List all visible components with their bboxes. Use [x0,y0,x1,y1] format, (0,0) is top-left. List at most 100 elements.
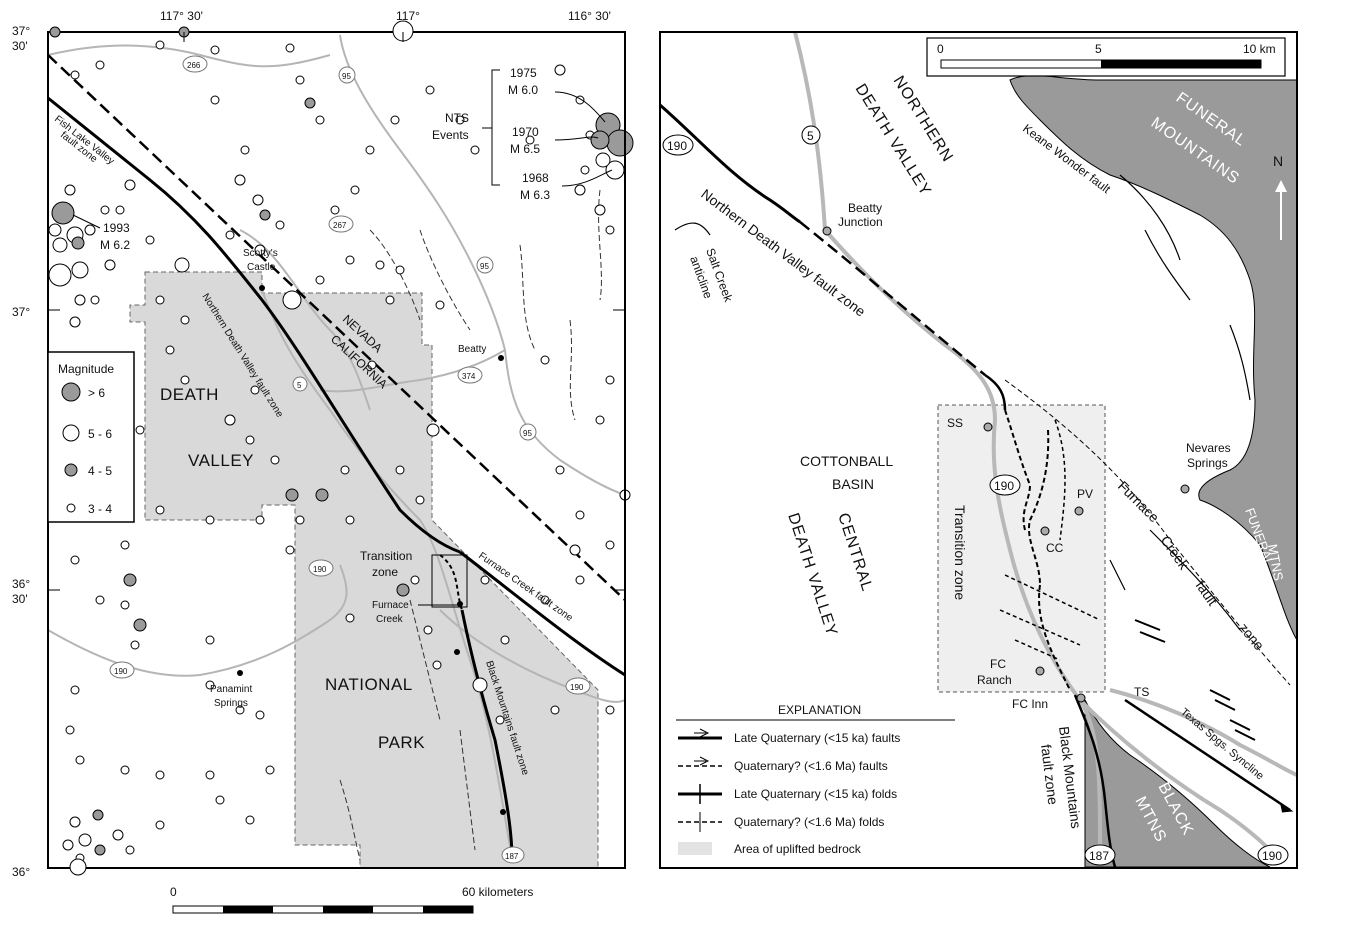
earthquake-point-53 [295,515,305,525]
earthquake-point-36 [375,260,385,270]
earthquake-point-66 [423,625,433,635]
earthquake-point-15 [174,257,190,273]
nts-1968-year: 1968 [522,171,549,185]
ts-label: TS [1134,685,1149,699]
svg-text:> 6: > 6 [88,386,105,400]
right-scale-5: 5 [1095,42,1102,56]
earthquake-point-59 [340,465,350,475]
earthquake-point-43 [180,375,190,385]
earthquake-point-81 [205,635,215,645]
earthquake-point-90 [65,725,75,735]
road-shield-190-right-a: 190 [662,134,694,156]
earthquake-point-54 [285,545,295,555]
earthquake-point-6 [240,145,250,155]
earthquake-point-113 [69,316,81,328]
earthquake-point-12 [124,179,136,191]
furnace-creek-fault [459,550,626,677]
svg-text:374: 374 [462,372,476,381]
earthquake-point-51 [285,488,299,502]
earthquake-point-110 [605,375,615,385]
legend-item-3-4: 3 - 4 [66,502,112,516]
nevares-label-2: Springs [1187,456,1228,470]
earthquake-point-86 [205,770,215,780]
earthquake-point-82 [205,680,215,690]
lat-label-2-deg: 37° [12,305,30,319]
earthquake-point-64 [345,613,355,623]
scottys-label-1: Scotty's [243,248,278,259]
earthquake-point-123 [575,510,585,520]
lat-label-1-min: 30' [12,39,28,53]
park-label-national: NATIONAL [325,675,413,694]
svg-text:95: 95 [480,262,489,271]
earthquake-point-2 [285,43,295,53]
legend-item-5-6: 5 - 6 [62,424,112,442]
earthquake-point-103 [550,705,560,715]
left-scale-start: 0 [170,885,177,899]
panamint-label-2: Springs [214,698,248,709]
svg-text:187: 187 [1089,849,1109,863]
black-mountains-fault [460,609,514,859]
svg-text:190: 190 [313,565,327,574]
funeral-mtns-small-2: MTNS [1265,543,1286,582]
earthquake-point-72 [575,575,585,585]
road-shield-5: 5 [292,376,308,392]
funeral-mountains-bedrock [1009,75,1298,642]
earthquake-point-120 [70,70,80,80]
furnace-creek-label-1: Furnace [372,600,409,611]
road-shield-95b: 95 [476,256,494,274]
earthquake-point-65 [410,575,420,585]
left-map: 117° 30' 117° 116° 30' 37° 30' 37° 36° 3… [12,9,634,914]
transition-fault [439,554,463,611]
earthquake-point-71 [540,595,550,605]
svg-text:5: 5 [807,129,814,143]
road-shield-190-right-c: 190 [1257,844,1289,866]
svg-text:Area of uplifted bedrock: Area of uplifted bedrock [734,842,862,856]
nevares-label-1: Nevares [1186,441,1231,455]
earthquake-point-111 [569,544,581,556]
legend-quat-folds: Quaternary? (<1.6 Ma) folds [678,812,884,832]
nts-1975-year: 1975 [510,66,537,80]
left-scale-bar: 0 60 kilometers [170,885,533,914]
earthquake-point-57 [426,423,440,437]
earthquake-point-23 [425,85,435,95]
central-dv-label-2: DEATH VALLEY [784,511,840,639]
earthquake-point-32 [594,204,606,216]
furnace-label-3: fault [1193,578,1221,609]
svg-text:Quaternary? (<1.6 Ma) faults: Quaternary? (<1.6 Ma) faults [734,759,888,773]
earthquake-point-92 [92,809,104,821]
earthquake-point-33 [605,225,615,235]
earthquake-point-26 [525,135,535,145]
earthquake-point-13 [115,205,125,215]
lon-label-1: 117° 30' [160,9,203,23]
svg-text:95: 95 [342,72,351,81]
earthquake-point-14 [145,235,155,245]
earthquake-point-80 [120,540,130,550]
earthquake-point-61 [395,465,405,475]
earthquake-point-22 [390,115,400,125]
road-shield-190b: 190 [109,661,135,679]
northern-dv-label-2: DEATH VALLEY [852,81,935,199]
svg-text:190: 190 [1262,849,1282,863]
earthquake-point-50 [270,455,280,465]
earthquake-point-55 [255,515,265,525]
earthquake-point-10 [275,220,285,230]
svg-text:5 - 6: 5 - 6 [88,427,112,441]
pv-label: PV [1077,487,1093,501]
furnace-creek-label-2: Creek [376,614,404,625]
furnace-label-1: Furnace [1115,478,1163,526]
right-scale-bar: 0 5 10 km [926,37,1286,77]
right-scale-10: 10 km [1243,42,1276,56]
earthquake-point-16 [225,230,235,240]
earthquake-point-19 [330,205,340,215]
earthquake-point-46 [155,505,165,515]
earthquake-point-101 [215,795,225,805]
right-scale-0: 0 [937,42,944,56]
explanation-legend: EXPLANATION Late Quaternary (<15 ka) fau… [676,703,955,856]
earthquake-point-52 [315,488,329,502]
earthquake-point-20 [350,185,360,195]
earthquake-point-117 [100,205,110,215]
earthquake-point-89 [70,685,80,695]
black-fz-label-1: Black Mountains [1056,725,1084,829]
fc-inn-label: FC Inn [1012,697,1048,711]
earthquake-point-18 [282,290,302,310]
